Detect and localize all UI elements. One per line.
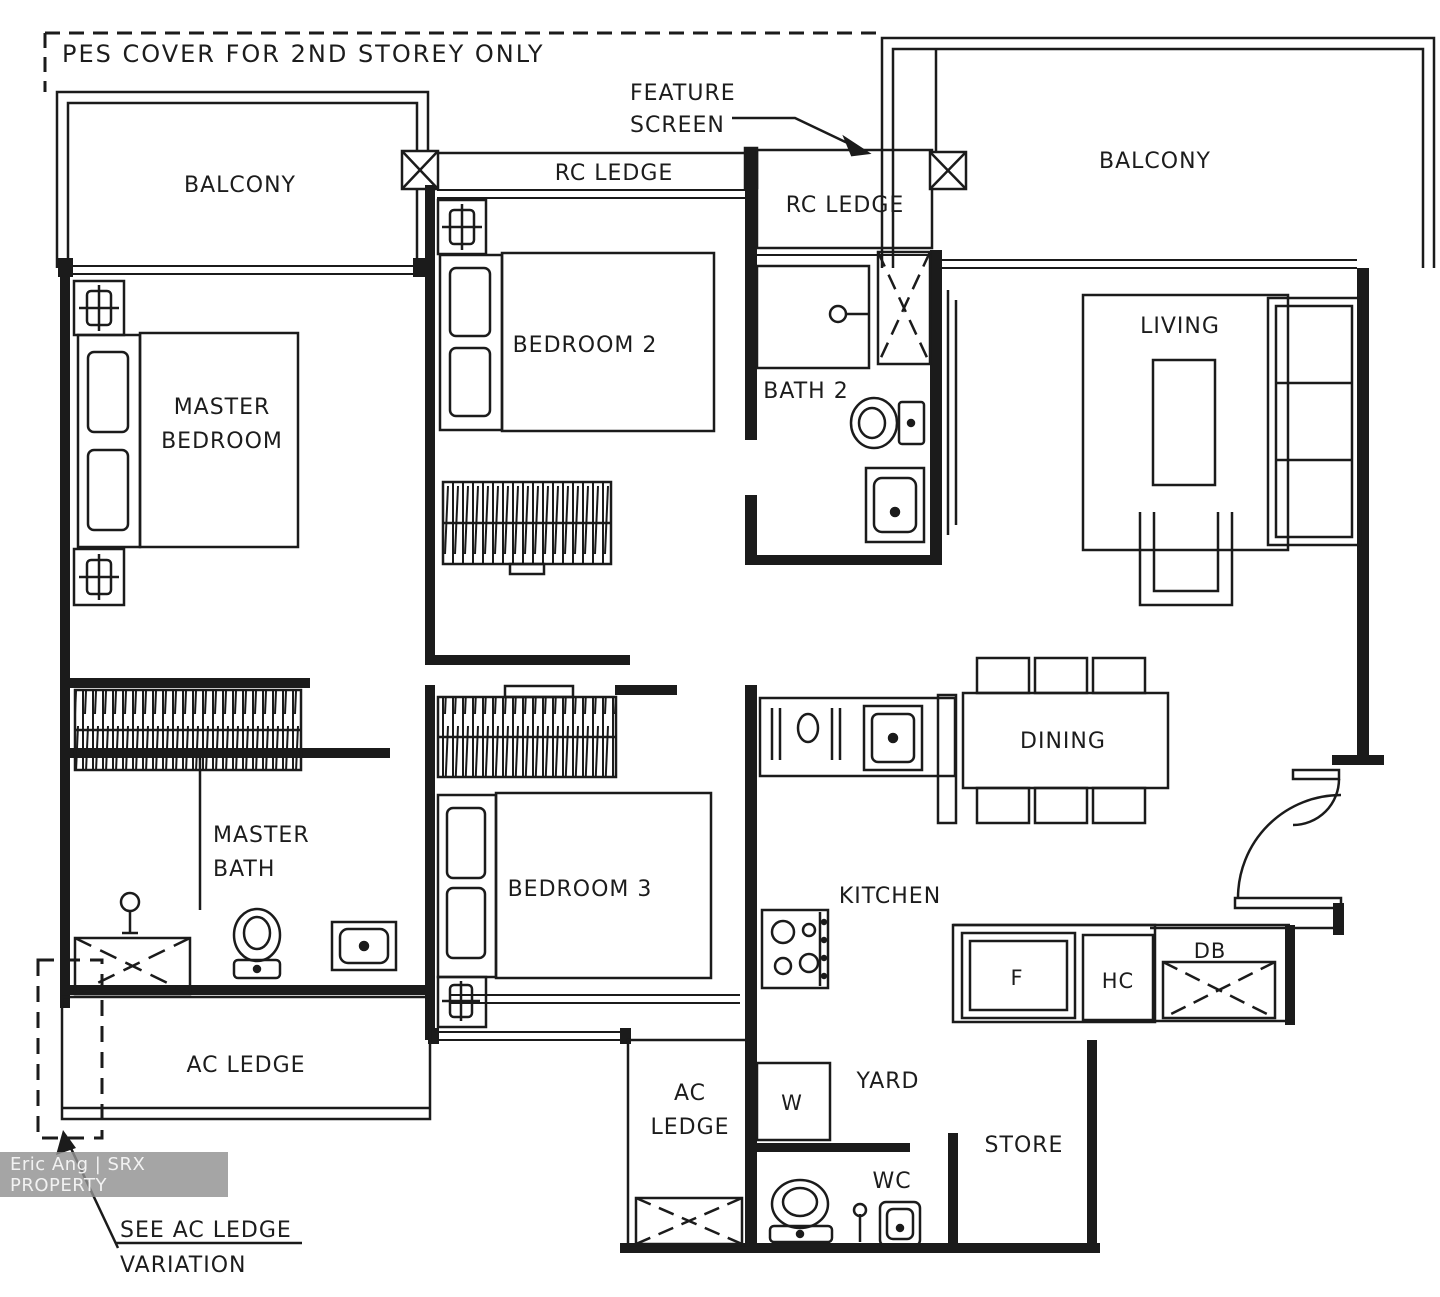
master-bath-label-1: MASTER: [213, 823, 310, 848]
bedroom2-wardrobe: [441, 480, 613, 576]
window-columns: [58, 258, 631, 1044]
living-label: LIVING: [1140, 314, 1220, 339]
living-furniture: [1081, 293, 1362, 607]
thin-walls: [60, 755, 1344, 1247]
pes-cover-dashed-line: [43, 31, 880, 92]
master-bath-label-2: BATH: [213, 857, 275, 882]
hc-label: HC: [1102, 969, 1134, 993]
watermark-text: Eric Ang | SRX PROPERTY: [10, 1153, 146, 1196]
feature-screen-label-1: FEATURE: [630, 81, 736, 106]
rc-ledge-top-label: RC LEDGE: [555, 161, 674, 186]
bedroom2-label: BEDROOM 2: [513, 333, 658, 358]
db-label: DB: [1194, 939, 1227, 963]
dining-furniture: [936, 656, 1170, 825]
yard-wc-fixtures: [755, 1061, 922, 1248]
feature-screen-leader: [732, 116, 872, 157]
store-label: STORE: [985, 1133, 1064, 1158]
watermark-badge: Eric Ang | SRX PROPERTY: [0, 1152, 228, 1197]
kitchen-label: KITCHEN: [839, 884, 941, 909]
kitchen-fixtures: [758, 696, 957, 990]
entrance-door: [1233, 768, 1343, 910]
x-hatch-boxes: [73, 936, 1277, 1246]
bedroom3-wardrobe: [436, 684, 618, 779]
master-bedroom-wardrobe: [73, 688, 303, 772]
master-bath-fixtures: [119, 891, 398, 980]
pes-cover-label: PES COVER FOR 2ND STOREY ONLY: [62, 40, 545, 68]
bedroom3-furniture: [436, 791, 713, 1029]
bedroom2-furniture: [436, 198, 716, 433]
rc-ledge-column-left: [400, 149, 440, 191]
master-bedroom-label-1: MASTER: [174, 395, 271, 420]
master-bedroom-furniture: [72, 279, 300, 607]
balcony-left-label: BALCONY: [184, 173, 296, 198]
see-ac-ledge-label-2: VARIATION: [120, 1253, 247, 1278]
ac-ledge-left-label: AC LEDGE: [186, 1053, 305, 1078]
rc-ledge-right-label: RC LEDGE: [786, 193, 905, 218]
balcony-right-label: BALCONY: [1099, 149, 1211, 174]
dining-label: DINING: [1020, 729, 1106, 754]
rc-ledge-column-right: [928, 150, 968, 191]
bath2-label: BATH 2: [763, 379, 848, 404]
feature-screen-label-2: SCREEN: [630, 113, 725, 138]
ac-ledge-mid-label-1: AC: [674, 1081, 706, 1106]
ac-ledge-mid-label-2: LEDGE: [650, 1115, 729, 1140]
appliance-boxes: [960, 931, 1155, 1022]
yard-label: YARD: [855, 1069, 919, 1094]
wc-label: WC: [872, 1169, 911, 1194]
master-bedroom-label-2: BEDROOM: [161, 429, 283, 454]
washer-label: W: [781, 1091, 803, 1115]
bedroom3-label: BEDROOM 3: [508, 877, 653, 902]
bath2-fixtures: [755, 250, 958, 544]
fridge-label: F: [1010, 966, 1023, 990]
ac-ledge-variation: [36, 958, 302, 1249]
see-ac-ledge-label-1: SEE AC LEDGE: [120, 1218, 292, 1243]
